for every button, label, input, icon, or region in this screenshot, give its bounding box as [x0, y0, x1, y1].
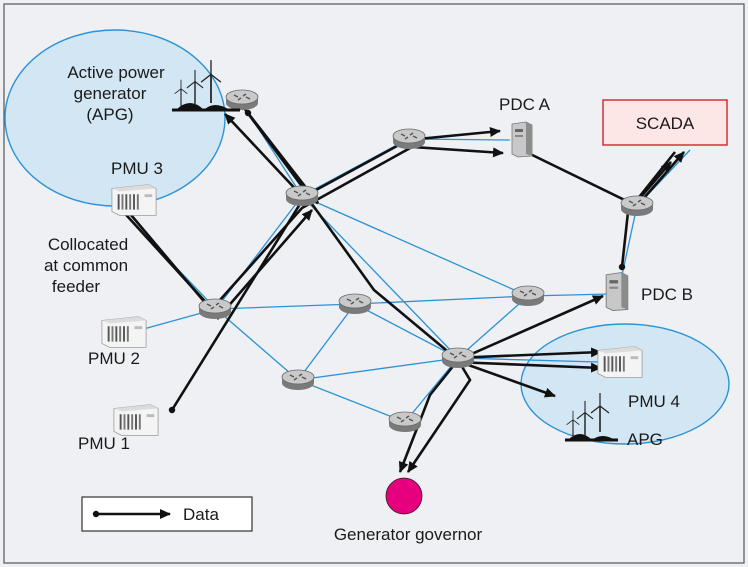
apg-top-label-line1: Active power: [67, 63, 165, 82]
pmu2-label: PMU 2: [88, 349, 140, 368]
router-icon: [392, 128, 426, 150]
pmu-device-icon: [101, 316, 147, 348]
pmu-device-icon: [597, 346, 643, 378]
pmu4-label: PMU 4: [628, 392, 680, 411]
data-flows: [117, 107, 685, 473]
pmu3-label: PMU 3: [111, 159, 163, 178]
legend: Data: [81, 496, 253, 532]
pmu4-region: [520, 323, 730, 445]
router-icon: [285, 185, 319, 207]
governor-label: Generator governor: [334, 525, 483, 544]
scada-box: [602, 99, 728, 146]
router-icon: [338, 293, 372, 315]
generator-governor-icon: [385, 477, 423, 515]
pdc-server-icon: [605, 272, 629, 312]
apg-bottom-turbines: [565, 391, 618, 442]
scada-label: SCADA: [636, 114, 695, 133]
collocated-label-line3: feeder: [52, 277, 101, 296]
router-icon: [511, 285, 545, 307]
pmu-device-icon: [111, 184, 157, 216]
pdc-a-label: PDC A: [499, 95, 551, 114]
collocated-label-line2: at common: [44, 256, 128, 275]
router-icon: [281, 369, 315, 391]
apg-top-label-line2: generator: [74, 84, 147, 103]
legend-label: Data: [183, 505, 219, 524]
collocated-label-line1: Collocated: [48, 235, 128, 254]
pmu-device-icon: [113, 404, 159, 436]
router-icon: [441, 347, 475, 369]
apg-top-label-line3: (APG): [86, 105, 133, 124]
pdc-server-icon: [511, 121, 533, 158]
router-icon: [225, 89, 259, 111]
apg-bottom-label: APG: [627, 430, 663, 449]
apg-top-turbines: [172, 58, 240, 112]
pmu1-label: PMU 1: [78, 434, 130, 453]
router-icon: [620, 195, 654, 217]
router-icon: [388, 411, 422, 433]
router-icon: [198, 298, 232, 320]
pdc-b-label: PDC B: [641, 285, 693, 304]
